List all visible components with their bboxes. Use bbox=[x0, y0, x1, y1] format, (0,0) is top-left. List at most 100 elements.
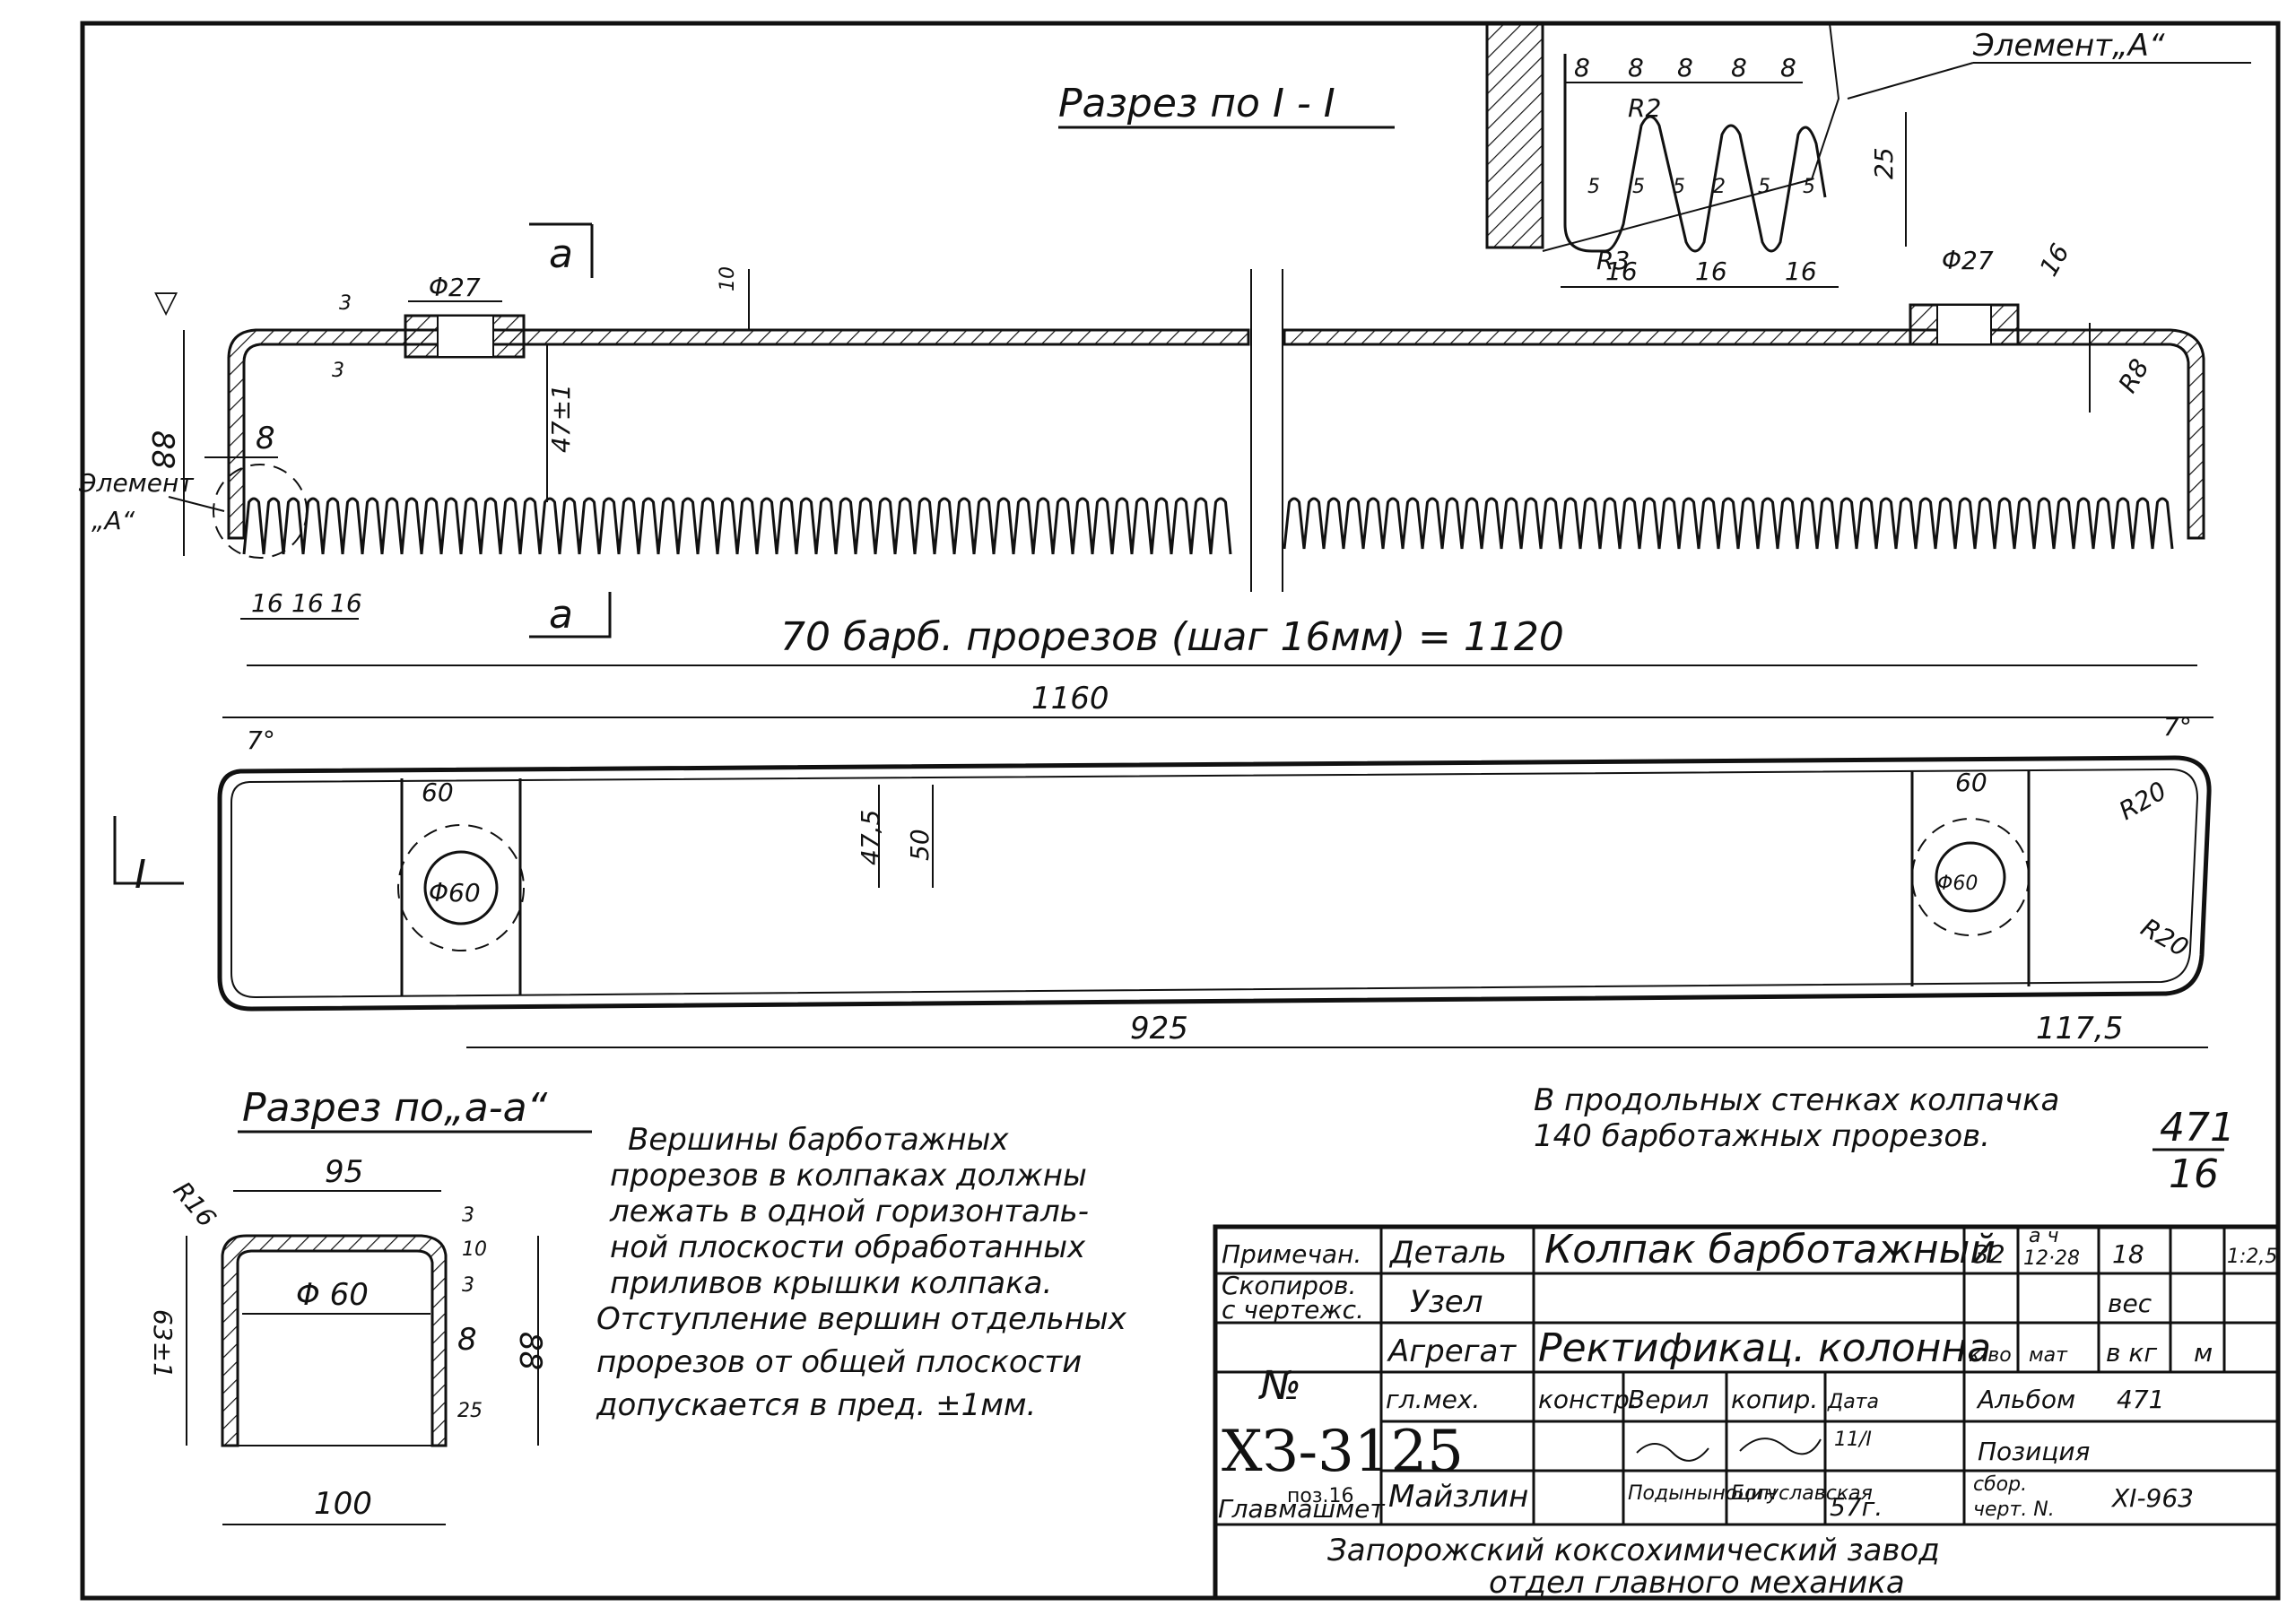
tb-ves: вес bbox=[2108, 1289, 2152, 1318]
tb-r1-small: а ч bbox=[2029, 1225, 2058, 1247]
cut-a-bottom-line bbox=[529, 592, 612, 638]
marker-top-left: ▽ bbox=[154, 284, 178, 320]
sec-8: 8 bbox=[457, 1322, 477, 1358]
notes: Вершины барботажных прорезов в колпаках … bbox=[596, 1082, 2235, 1423]
detail-16-1: 16 bbox=[1605, 256, 1638, 286]
dim-ang-right: 7° bbox=[2163, 712, 2192, 742]
tb-glavmash: Главмашмет bbox=[1218, 1494, 1385, 1524]
element-a-label: Элемент„А“ bbox=[1972, 28, 2165, 64]
tb-albom-no: 471 bbox=[2117, 1385, 2164, 1414]
detail-r2: R2 bbox=[1628, 93, 1661, 123]
detail-16-2: 16 bbox=[1695, 256, 1727, 286]
note-left-8: допускается в пред. ±1мм. bbox=[596, 1387, 1036, 1423]
signature-1 bbox=[1636, 1443, 1709, 1462]
note-left-5: приливов крышки колпака. bbox=[610, 1265, 1052, 1301]
dim-w60-right: 60 bbox=[1955, 768, 1987, 797]
hole-right bbox=[1935, 841, 2006, 913]
sheet-mark-bottom: 16 bbox=[2169, 1151, 2219, 1197]
detail-5-2: 5 bbox=[1632, 176, 1645, 198]
dim-hole-left: Φ60 bbox=[429, 878, 481, 908]
dim-total-slots: 70 барб. прорезов (шаг 16мм) = 1120 bbox=[780, 614, 1564, 660]
hole-left bbox=[423, 850, 499, 925]
dim-hole-right: Φ60 bbox=[1937, 873, 1978, 895]
element-a-detail: Элемент„А“ 8 8 8 8 8 R2 R3 25 5 5 5 2 5 … bbox=[1485, 22, 2251, 288]
section-a-shell bbox=[221, 1234, 448, 1447]
tb-doc-code: ХЗ-3125 bbox=[1222, 1419, 1464, 1485]
dim-88: 88 bbox=[144, 430, 180, 469]
tb-kopir: копир. bbox=[1731, 1385, 1818, 1414]
top-plate-right bbox=[1283, 328, 2205, 540]
detail-8-4: 8 bbox=[1731, 53, 1747, 83]
sec-88: 88 bbox=[512, 1332, 548, 1370]
detail-16-3: 16 bbox=[1785, 256, 1817, 286]
element-a-leader bbox=[168, 496, 225, 512]
detail-25: 25 bbox=[1869, 147, 1899, 179]
tb-s-chert: с чертежс. bbox=[1222, 1295, 1364, 1325]
cut-a-top: а bbox=[549, 231, 573, 277]
sec-10: 10 bbox=[462, 1238, 487, 1261]
sec-100: 100 bbox=[314, 1486, 372, 1522]
bore-left bbox=[437, 315, 494, 358]
tb-skopir: Скопиров. bbox=[1222, 1271, 1356, 1300]
detail-8-3: 8 bbox=[1677, 53, 1693, 83]
detail-wall bbox=[1485, 22, 1544, 249]
detail-r3: R3 bbox=[1596, 246, 1630, 275]
dim-8: 8 bbox=[256, 421, 275, 456]
tb-glmeh: гл.мех. bbox=[1386, 1385, 1480, 1414]
top-plate-left bbox=[227, 328, 1250, 540]
dim-top-thk: 3 bbox=[339, 292, 352, 315]
sheet-mark-top: 471 bbox=[2160, 1105, 2235, 1151]
tb-mat: мат bbox=[2029, 1344, 2068, 1367]
tb-chert: черт. N. bbox=[1973, 1498, 2055, 1521]
tb-primechan: Примечан. bbox=[1222, 1239, 1361, 1269]
tb-agregat: Агрегат bbox=[1387, 1333, 1517, 1369]
tb-part-name: Колпак барботажный bbox=[1544, 1227, 1996, 1273]
title-block: Примечан. Деталь Колпак барботажный 32 а… bbox=[1213, 1224, 2281, 1601]
dim-top-thk2: 3 bbox=[332, 360, 344, 382]
dim-ang-left: 7° bbox=[247, 725, 275, 755]
tb-xi963: XI-963 bbox=[2110, 1483, 2194, 1513]
slot-teeth-right bbox=[1283, 497, 2174, 550]
tb-r1-32: 32 bbox=[1973, 1239, 2005, 1269]
tb-rektifik: Ректификац. колонна bbox=[1538, 1325, 1991, 1371]
dim-pitch-2: 16 bbox=[291, 588, 324, 618]
tb-albom: Альбом bbox=[1976, 1385, 2075, 1414]
dim-47-5: 47,5 bbox=[856, 810, 885, 865]
plan-inner-outline bbox=[230, 768, 2199, 999]
dim-r20-bot: R20 bbox=[2136, 912, 2194, 962]
dim-w60-left: 60 bbox=[422, 777, 454, 807]
tb-uzel: Узел bbox=[1410, 1284, 1483, 1320]
dim-wall-16: 16 bbox=[2033, 239, 2074, 281]
sec-r16: R16 bbox=[168, 1176, 222, 1232]
title-block-frame bbox=[1213, 1224, 2281, 1601]
sheet-frame bbox=[80, 21, 2281, 1601]
note-right-2: 140 барботажных прорезов. bbox=[1534, 1118, 1990, 1154]
bore-right bbox=[1936, 304, 1992, 345]
detail-8-5: 8 bbox=[1780, 53, 1796, 83]
section-a-view: Разрез по„а-а“ R16 95 3 10 3 63±1 88 Φ 6… bbox=[148, 1085, 592, 1525]
sec-95: 95 bbox=[325, 1154, 363, 1190]
tb-mayzlin: Майзлин bbox=[1388, 1479, 1528, 1515]
detail-5-1: 5 bbox=[1587, 176, 1600, 198]
sec-3b: 3 bbox=[462, 1274, 474, 1297]
note-left-4: ной плоскости обработанных bbox=[610, 1229, 1086, 1265]
section-I-view: Разрез по I - I Элемент „А“ 88 ▽ 8 47±1 … bbox=[78, 81, 2205, 666]
tb-boguslav: Богуславская bbox=[1731, 1482, 1873, 1505]
detail-slot-profile bbox=[1563, 54, 1827, 253]
dim-47: 47±1 bbox=[546, 384, 576, 453]
detail-8-2: 8 bbox=[1628, 53, 1644, 83]
tb-kvo: к-во bbox=[1969, 1344, 2012, 1367]
tb-m: м bbox=[2194, 1338, 2213, 1368]
detail-5-5: 5 bbox=[1758, 176, 1770, 198]
tb-doc-pos: поз.16 bbox=[1287, 1485, 1354, 1507]
note-left-6: Отступление вершин отдельных bbox=[596, 1301, 1127, 1337]
tb-doc-no: № bbox=[1257, 1363, 1301, 1409]
dim-d27-left: Φ27 bbox=[429, 273, 481, 302]
tb-r1-scale: 1:2,5 bbox=[2227, 1246, 2277, 1268]
hole-left-dashed bbox=[397, 824, 525, 951]
dim-117-5: 117,5 bbox=[2036, 1011, 2123, 1047]
tb-r1-18: 18 bbox=[2112, 1239, 2144, 1269]
element-a-side-label-1: Элемент bbox=[78, 468, 194, 498]
cut-I-marker bbox=[113, 816, 184, 885]
